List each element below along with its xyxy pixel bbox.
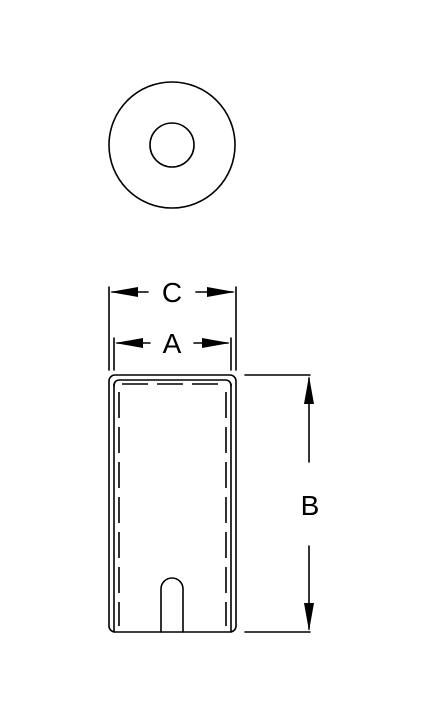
top-view (108, 81, 236, 209)
inner-circle (149, 122, 195, 168)
outer-body (108, 374, 237, 633)
dim-a-arrow-right (202, 338, 230, 348)
dim-b-arrow-bottom (304, 603, 314, 631)
dim-b-arrow-top (304, 376, 314, 404)
outer-circle (108, 81, 236, 209)
dim-c-label: C (162, 277, 182, 308)
dim-c-arrow-right (207, 287, 235, 297)
dim-b-label: B (301, 490, 320, 521)
slot (160, 577, 184, 633)
dim-c-arrow-left (110, 287, 138, 297)
dimension-b: B (244, 374, 320, 633)
dimension-c: C (108, 277, 237, 371)
dimension-a: A (113, 328, 232, 371)
inner-top-edge (113, 379, 232, 387)
dim-a-label: A (163, 328, 182, 359)
dim-a-arrow-left (115, 338, 143, 348)
side-view (108, 374, 237, 633)
